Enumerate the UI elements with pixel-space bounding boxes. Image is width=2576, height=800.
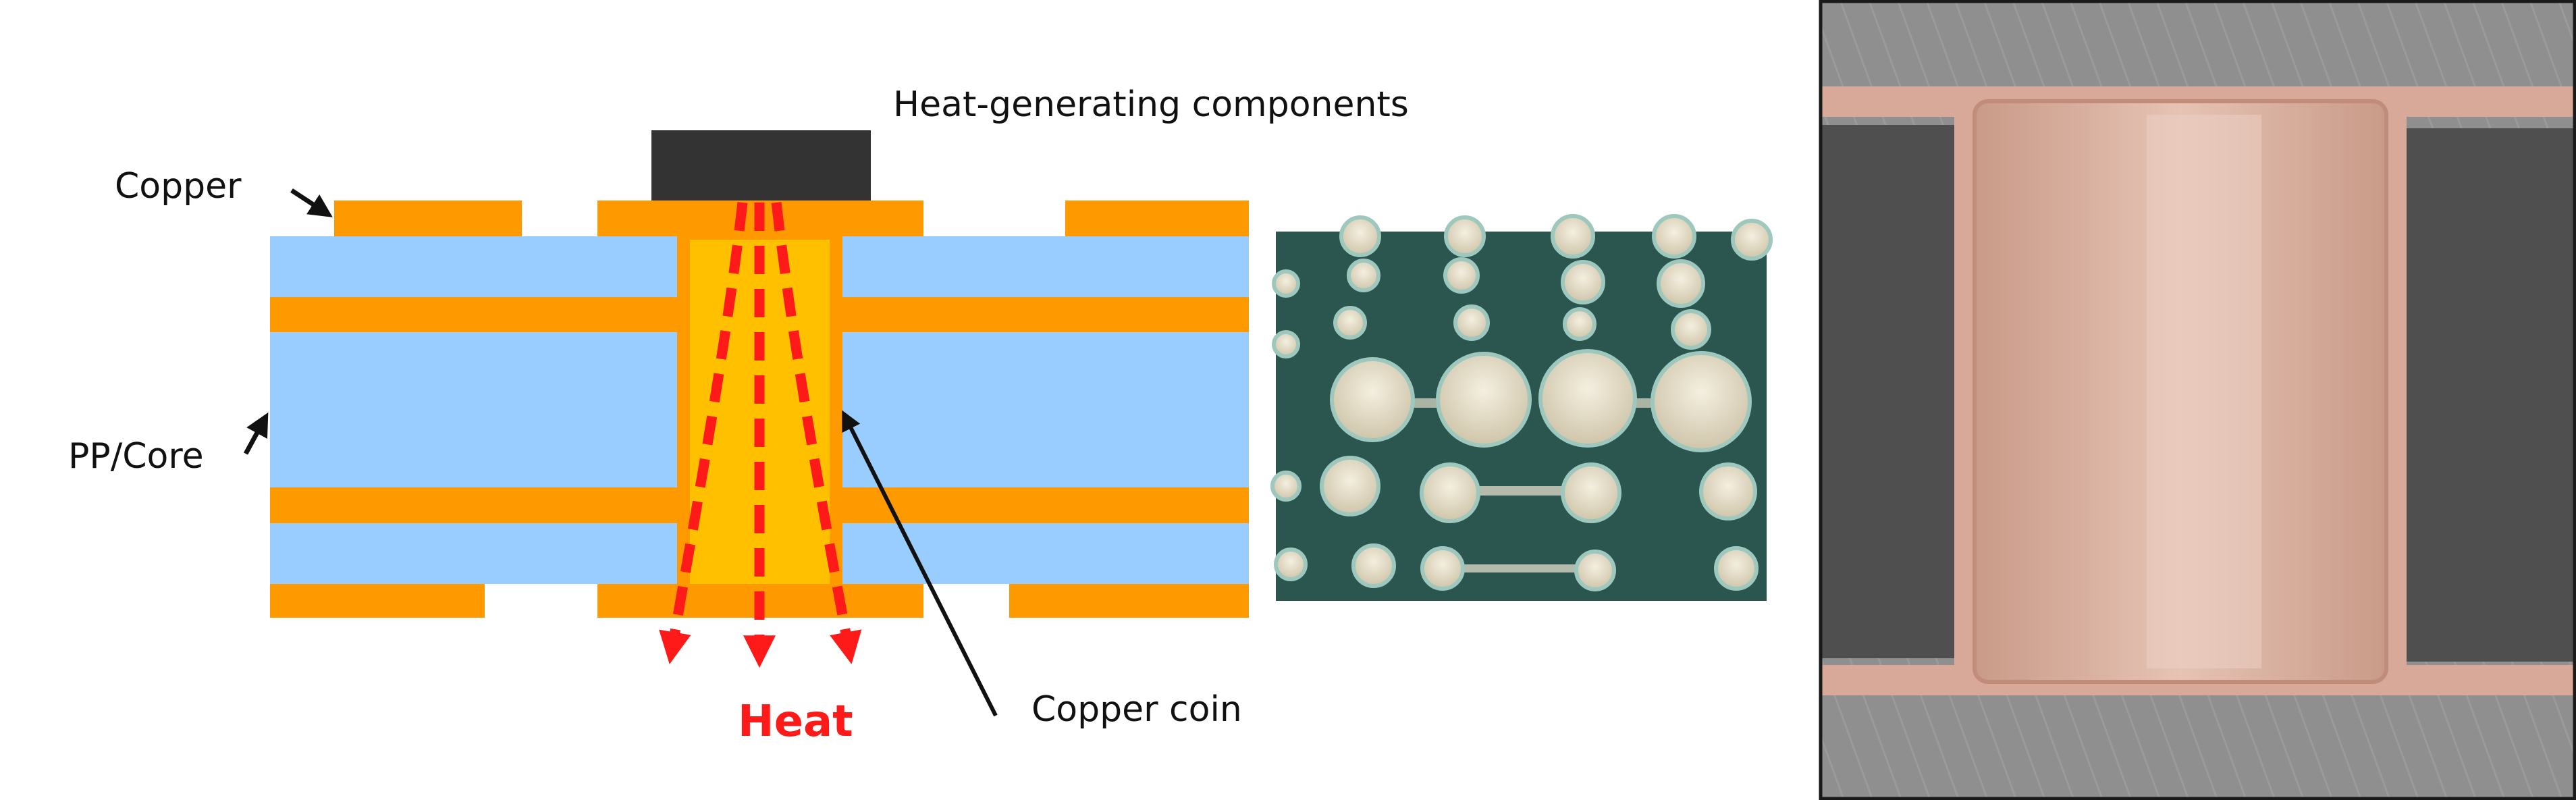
heat-label: Heat <box>738 697 853 747</box>
heat-arrow-left <box>659 202 748 664</box>
resin-right <box>2407 128 2576 662</box>
pad-group <box>1270 214 1773 591</box>
pp-core-label: PP/Core <box>68 436 204 477</box>
plating-left-wall <box>1954 95 1976 689</box>
pad-trace <box>1458 564 1593 572</box>
pcb-pads-photo <box>1270 214 1773 601</box>
resin-left <box>1819 125 1954 658</box>
components-label: Heat-generating components <box>893 84 1409 125</box>
copper-coin-label: Copper coin <box>1031 689 1242 730</box>
micrograph-frame <box>1819 0 2576 800</box>
copper-label: Copper <box>115 166 242 207</box>
copper-coin-micrograph <box>1819 0 2576 800</box>
top-copper-right <box>1065 201 1249 236</box>
cross-section-diagram: Copper PP/Core Heat-generating component… <box>68 84 1409 747</box>
copper-pointer <box>290 188 333 217</box>
heat-component <box>651 130 871 201</box>
bottom-copper-left <box>270 584 485 618</box>
pp-core-pointer <box>243 412 269 455</box>
heat-arrow-right <box>771 202 862 664</box>
pad-trace <box>1458 486 1593 496</box>
copper-coin-pointer <box>842 410 998 717</box>
top-copper-left <box>334 201 522 236</box>
bottom-copper-right <box>1009 584 1249 618</box>
plating-right-wall <box>2385 95 2407 689</box>
